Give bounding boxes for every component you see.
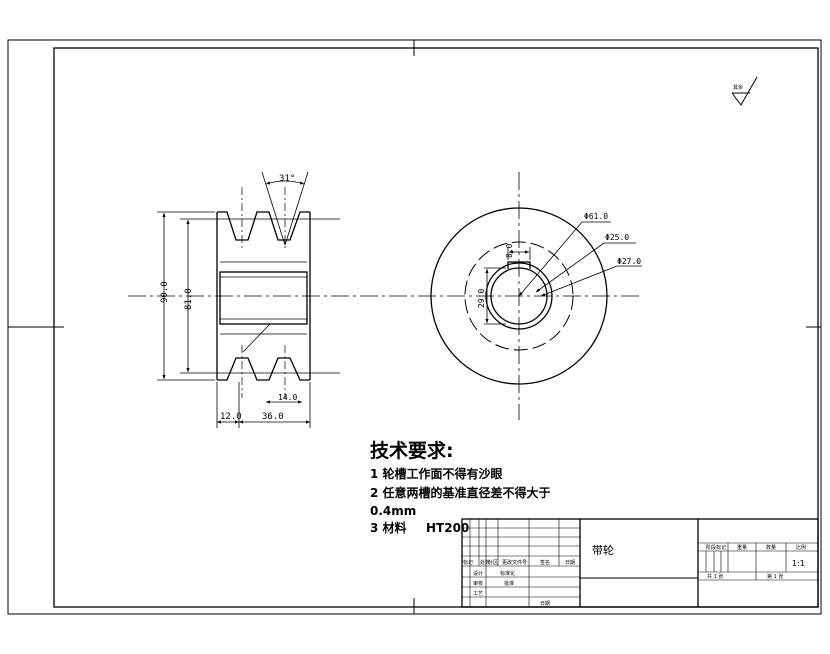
tb-stage: 阶段标记 <box>706 544 726 551</box>
hub-width-label: 12.0 <box>220 412 242 422</box>
tb-mark: 标记 <box>463 559 473 566</box>
tb-process: 工艺 <box>473 591 483 597</box>
body-width-label: 36.0 <box>262 412 284 422</box>
groove-angle-label: 31° <box>279 174 295 184</box>
tb-scale-label: 比例 <box>796 544 806 551</box>
tb-row-date: 日期 <box>540 601 550 607</box>
tb-scale-value: 1:1 <box>792 559 805 568</box>
part-name: 带轮 <box>592 543 614 557</box>
pitch-diameter-label: 81.0 <box>184 288 194 310</box>
requirement-2: 2 任意两槽的基准直径差不得大于 <box>370 485 551 500</box>
title-block <box>461 518 819 608</box>
technical-requirements: 技术要求: 1 轮槽工作面不得有沙眼 2 任意两槽的基准直径差不得大于 0.4m… <box>370 439 551 535</box>
pulley-section-view <box>216 171 311 398</box>
tb-check: 审核 <box>473 580 483 587</box>
surface-roughness-mark: 其余 <box>731 76 758 106</box>
tb-qty: 数量 <box>766 544 776 551</box>
outer-diameter-label: 90.0 <box>160 281 170 303</box>
tb-docno: 更改文件号 <box>502 559 527 566</box>
tb-weight: 重量 <box>737 544 747 551</box>
tb-zone: 分区 <box>488 559 498 566</box>
requirements-title: 技术要求: <box>370 439 454 462</box>
requirement-3-label: 3 材料 <box>370 520 407 535</box>
front-view-dimensions <box>157 211 340 428</box>
tb-sheets-total: 共 1 张 <box>707 573 723 580</box>
tb-approve: 批准 <box>504 580 514 587</box>
mid-dia-label: Φ25.0 <box>605 233 629 242</box>
side-view-dimensions <box>484 221 642 325</box>
surface-mark-label: 其余 <box>733 84 743 91</box>
outer-dia-label: Φ61.0 <box>584 212 608 221</box>
tb-count: 处数 <box>480 559 490 566</box>
key-depth-label: 29.0 <box>477 289 486 308</box>
requirement-2-value: 0.4mm <box>370 504 416 518</box>
centering-marks <box>8 40 821 614</box>
sheet-border <box>7 39 822 615</box>
key-width-label: 8.0 <box>505 243 514 258</box>
tb-date: 日期 <box>565 560 575 566</box>
bore-dia-label: Φ27.0 <box>617 257 641 266</box>
tb-sheet-no: 第 1 张 <box>767 573 783 580</box>
title-block-text: 标记 处数 分区 更改文件号 签名 日期 设计 标准化 审核 批准 工艺 日期 … <box>463 543 806 607</box>
requirement-3-material: HT200 <box>426 521 469 535</box>
tb-design: 设计 <box>473 570 483 577</box>
tb-sign: 签名 <box>540 559 550 566</box>
groove-pitch-label: 14.0 <box>278 393 297 402</box>
requirement-1: 1 轮槽工作面不得有沙眼 <box>370 466 503 481</box>
tb-std: 标准化 <box>500 570 515 577</box>
